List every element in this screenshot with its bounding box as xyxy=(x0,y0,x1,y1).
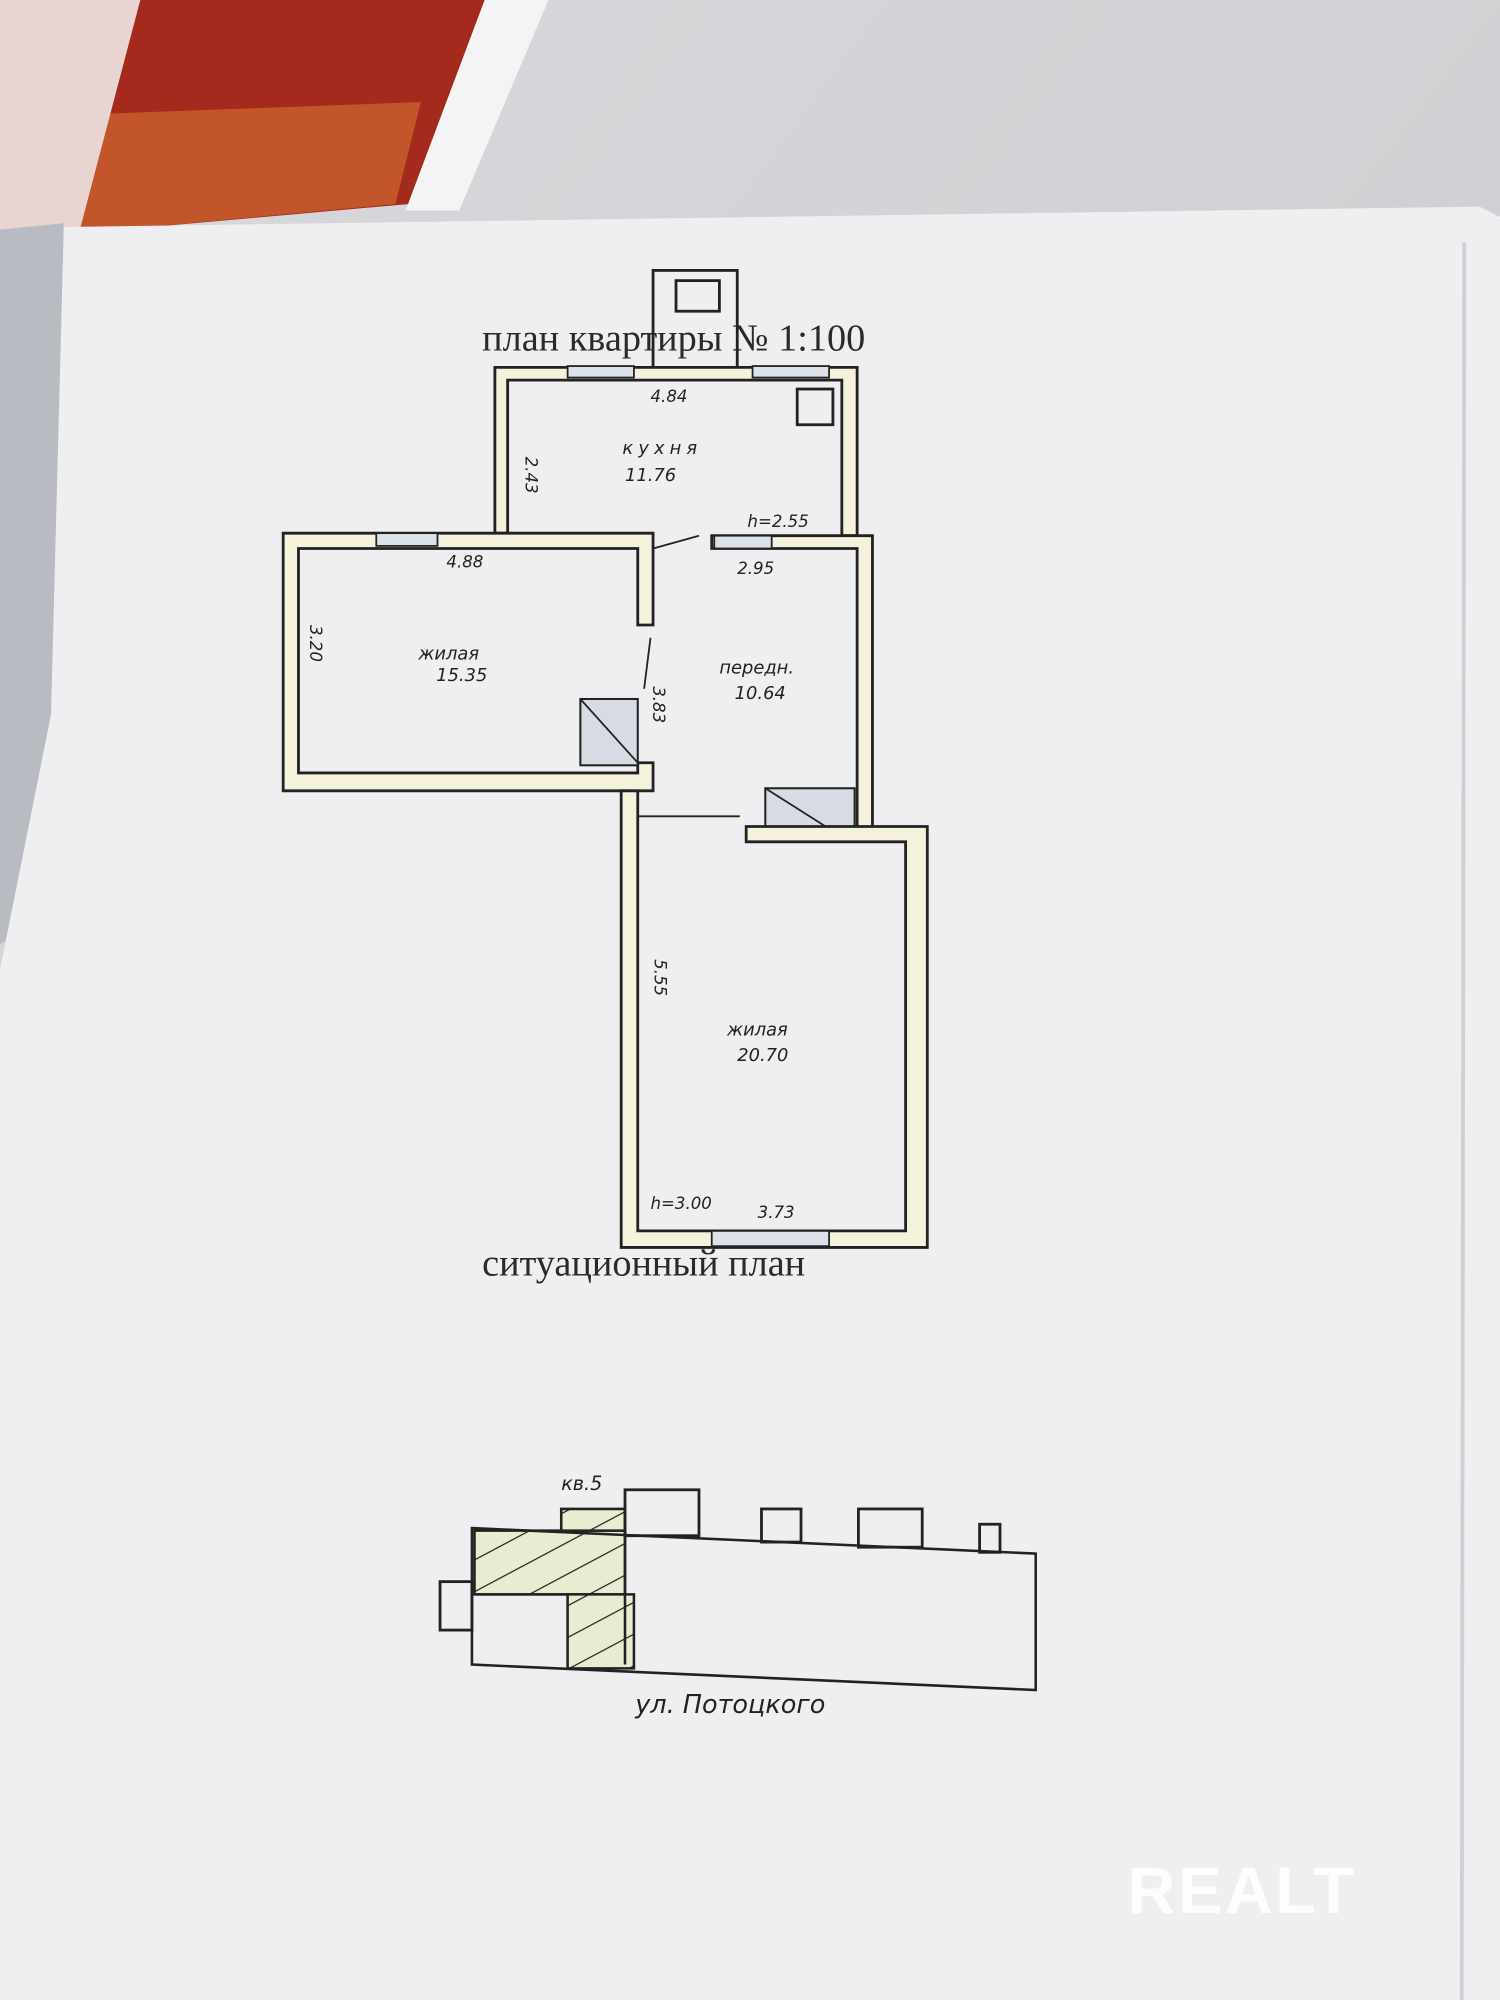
dimension-label: 4.88 xyxy=(446,553,483,572)
dimension-label: 4.84 xyxy=(651,387,688,406)
window xyxy=(566,365,635,379)
dimension-label: 3.73 xyxy=(758,1203,795,1222)
room-area: 15.35 xyxy=(436,665,487,686)
pink-object xyxy=(0,0,141,256)
room-name: передн. xyxy=(719,657,794,678)
window xyxy=(751,365,830,379)
room-area: 20.70 xyxy=(737,1045,788,1066)
apartment-label: кв.5 xyxy=(561,1472,602,1495)
dimension-label: 5.55 xyxy=(650,959,669,996)
room-area: 10.64 xyxy=(735,683,786,704)
window xyxy=(710,1229,830,1248)
dimension-label: 2.95 xyxy=(737,559,774,578)
street-label: ул. Потоцкого xyxy=(634,1690,825,1720)
situation-plan xyxy=(438,1488,1037,1692)
dimension-label: 3.83 xyxy=(649,686,668,723)
ceiling-height: h=2.55 xyxy=(747,512,808,531)
room-name: жилая xyxy=(417,643,479,664)
ceiling-height: h=3.00 xyxy=(651,1194,712,1213)
dimension-label: 2.43 xyxy=(522,457,541,494)
room-living-1 xyxy=(281,531,655,793)
room-name: жилая xyxy=(726,1020,788,1041)
orange-object xyxy=(51,102,421,236)
room-living-2 xyxy=(619,789,929,1249)
white-card xyxy=(405,0,549,211)
situation-plan-title: ситуационный план xyxy=(482,1243,805,1285)
stove-icon xyxy=(795,387,835,427)
dimension-label: 3.20 xyxy=(306,625,325,662)
paper-fold xyxy=(1459,242,1467,2000)
realt-watermark: REALT xyxy=(1128,1854,1357,1928)
window xyxy=(713,534,773,550)
window xyxy=(375,532,439,547)
plan-title: план квартиры № 1:100 xyxy=(482,318,865,360)
room-area: 11.76 xyxy=(625,465,676,486)
room-name: кухня xyxy=(622,438,702,459)
paper-sheet xyxy=(0,206,1500,2000)
